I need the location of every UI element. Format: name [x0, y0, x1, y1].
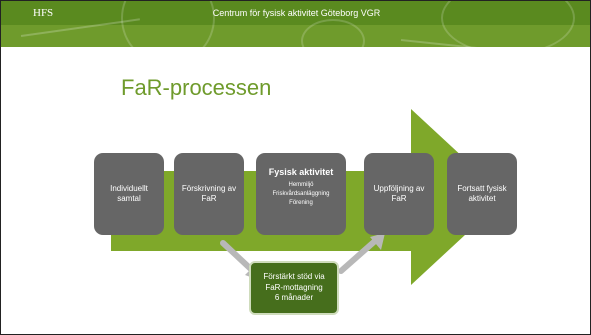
step-uppfoljning: Uppföljning av FaR — [364, 153, 434, 235]
slide-title: FaR-processen — [121, 75, 272, 100]
connector-arrow-down — [220, 240, 256, 274]
support-box: Förstärkt stöd via FaR-mottagning 6 måna… — [249, 261, 339, 315]
connector-arrow-up — [338, 238, 378, 274]
step-sub-item: Friskvårdsanläggning — [272, 190, 330, 197]
header-decoration — [441, 1, 575, 47]
logo: HFS — [33, 7, 54, 19]
step-label: Fysisk aktivitet — [268, 167, 334, 177]
step-individuellt-samtal: Individuellt samtal — [94, 153, 164, 235]
header-decoration — [121, 1, 215, 47]
support-line: 6 månader — [274, 293, 314, 303]
step-label: Fortsatt fysisk aktivitet — [457, 184, 507, 203]
step-label: Förskrivning av FaR — [181, 184, 237, 203]
step-fortsatt-aktivitet: Fortsatt fysisk aktivitet — [447, 153, 517, 235]
step-sub-item: Förening — [289, 199, 313, 206]
connector-arrowhead-up — [370, 233, 385, 250]
step-label: Individuellt samtal — [110, 184, 148, 203]
support-line: FaR-mottagning — [265, 282, 323, 292]
header-title: Centrum för fysisk aktivitet Göteborg VG… — [212, 8, 381, 18]
step-label: Uppföljning av FaR — [373, 184, 425, 203]
step-fysisk-aktivitet: Fysisk aktivitet Hemmiljö Friskvårdsanlä… — [256, 153, 346, 235]
header-band: HFS Centrum för fysisk aktivitet Götebor… — [1, 1, 590, 47]
step-sub-item: Hemmiljö — [288, 182, 314, 189]
step-forskrivning: Förskrivning av FaR — [174, 153, 244, 235]
support-line: Förstärkt stöd via — [263, 272, 325, 282]
